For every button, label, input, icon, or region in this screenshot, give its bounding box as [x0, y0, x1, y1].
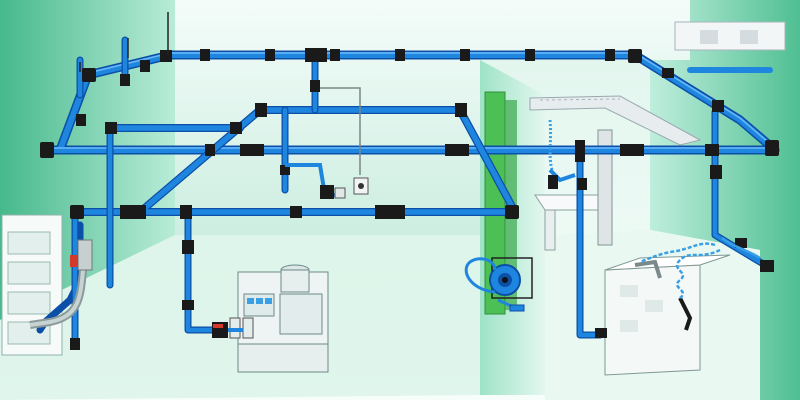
left-cabinet — [1, 214, 63, 356]
cable-tray — [529, 21, 786, 146]
workbench — [534, 129, 613, 251]
pipe-drop — [595, 328, 607, 338]
flex-hose-icon — [29, 239, 93, 329]
valve-icon — [213, 324, 223, 328]
inner-frl — [285, 87, 369, 199]
ceiling-drops — [79, 12, 169, 72]
fittings — [40, 48, 779, 350]
blow-gun-icon — [548, 119, 693, 331]
right-wall — [650, 0, 800, 400]
coil-hose-icon — [639, 237, 761, 299]
reel-icon — [464, 257, 533, 312]
